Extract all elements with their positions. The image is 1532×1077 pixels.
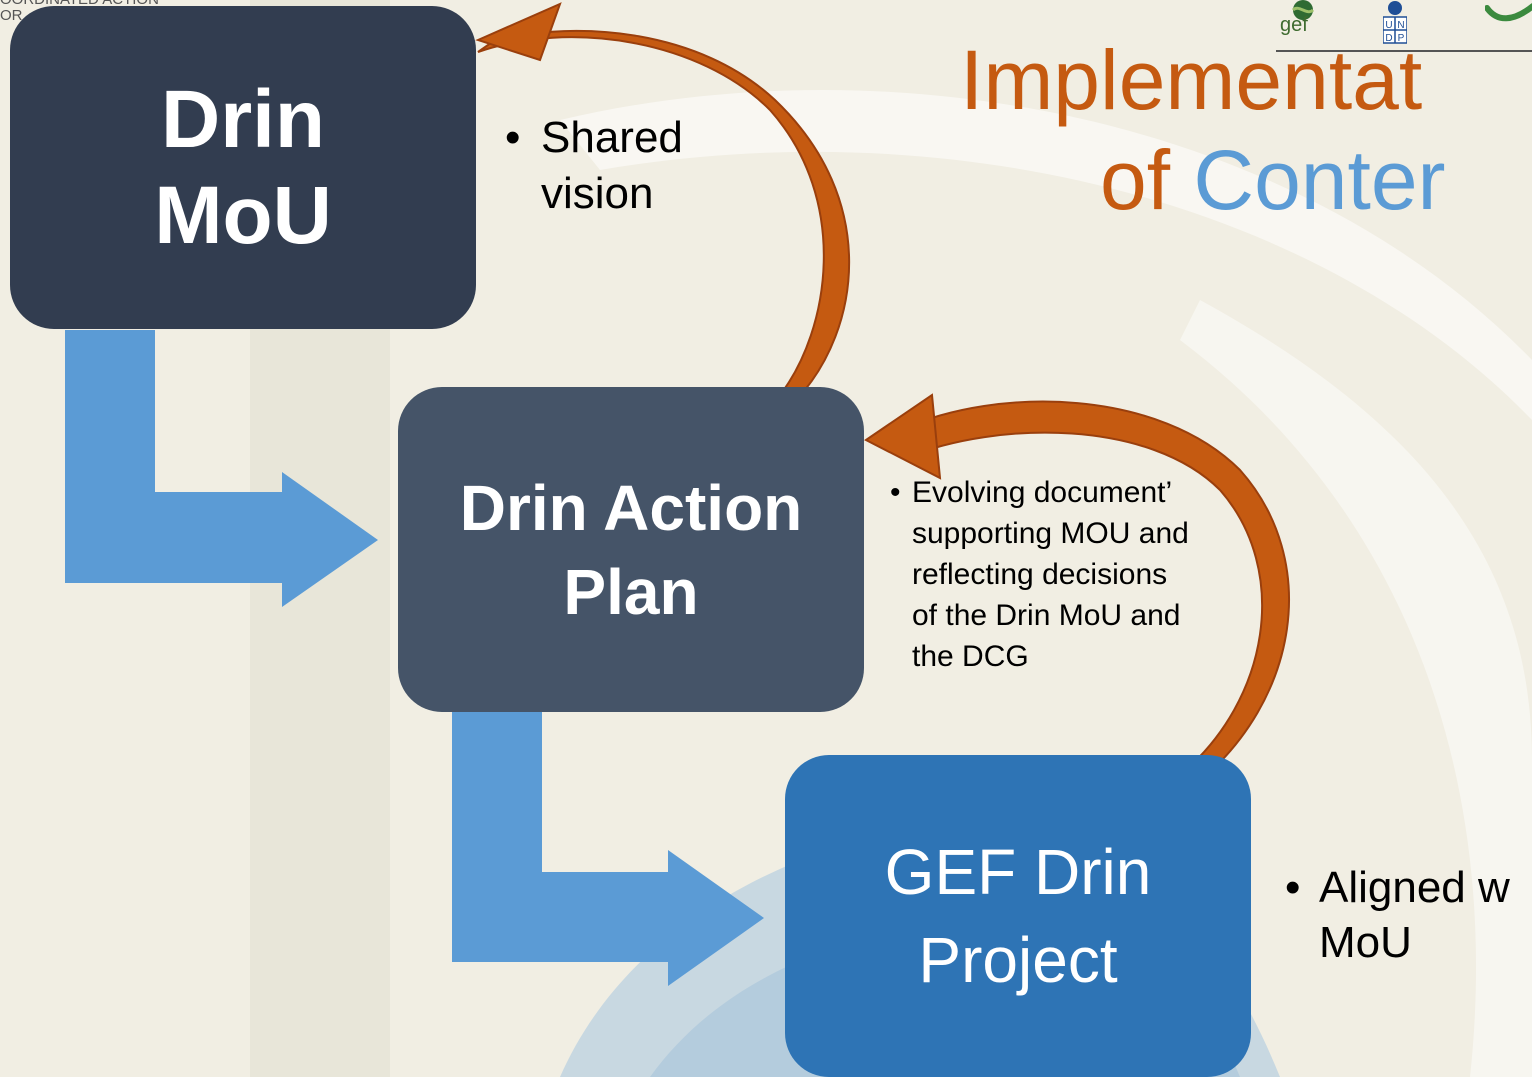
drin-mou-line1: Drin <box>161 73 325 165</box>
title-line-2-blue: Conter <box>1193 133 1446 227</box>
feedback-arrow-action-plan-to-mou <box>477 29 851 400</box>
title-line-1: Implementat <box>960 33 1423 127</box>
gef-globe-icon <box>1291 0 1315 20</box>
bullet-marker: • <box>890 476 901 509</box>
drin-mou-line2: MoU <box>154 169 332 261</box>
drin-action-plan-line2: Plan <box>563 555 699 628</box>
gef-drin-project-line2: Project <box>918 924 1118 996</box>
title-line-2-prefix: of <box>1100 133 1194 227</box>
gef-logo-text: gef <box>1280 14 1308 36</box>
feedback-arrowhead-mou <box>475 2 562 62</box>
svg-text:N: N <box>1397 20 1404 31</box>
gef-drin-project-box: GEF Drin Project <box>785 755 1251 1077</box>
svg-text:D: D <box>1385 33 1392 44</box>
bullet-evolving-document: • Evolving document’ supporting MOU and … <box>890 472 1190 677</box>
bullet-text: Aligned w MoU <box>1319 863 1510 967</box>
svg-text:U: U <box>1385 20 1392 31</box>
bullet-text: Evolving document’ supporting MOU and re… <box>912 476 1189 673</box>
bullet-marker: • <box>1285 863 1301 912</box>
bullet-shared-vision: • Shared vision <box>505 110 725 222</box>
undp-logo-icon: U N D P <box>1383 1 1407 44</box>
flow-arrow-mou-to-action-plan <box>65 330 378 607</box>
drin-mou-box: Drin MoU <box>10 6 476 329</box>
slide-title: Implementat of Conter <box>960 30 1532 230</box>
bullet-text: Shared vision <box>541 113 683 218</box>
gef-drin-project-line1: GEF Drin <box>884 836 1152 908</box>
org-header-text: OORDINATED ACTION OR <box>0 0 159 24</box>
leaf-logo-icon <box>1485 3 1532 22</box>
org-header-fragment: OORDINATED ACTION OR <box>0 0 159 24</box>
drin-action-plan-box: Drin Action Plan <box>398 387 864 712</box>
bullet-marker: • <box>505 113 521 162</box>
logo-divider <box>1276 50 1532 52</box>
bullet-aligned-with-mou: • Aligned w MoU <box>1285 860 1532 970</box>
drin-action-plan-line1: Drin Action <box>459 471 803 544</box>
svg-text:P: P <box>1398 33 1405 44</box>
title-line-2: of Conter <box>1100 130 1532 230</box>
flow-arrow-action-plan-to-gef <box>452 712 764 986</box>
feedback-arrowhead-action-plan <box>864 393 942 480</box>
